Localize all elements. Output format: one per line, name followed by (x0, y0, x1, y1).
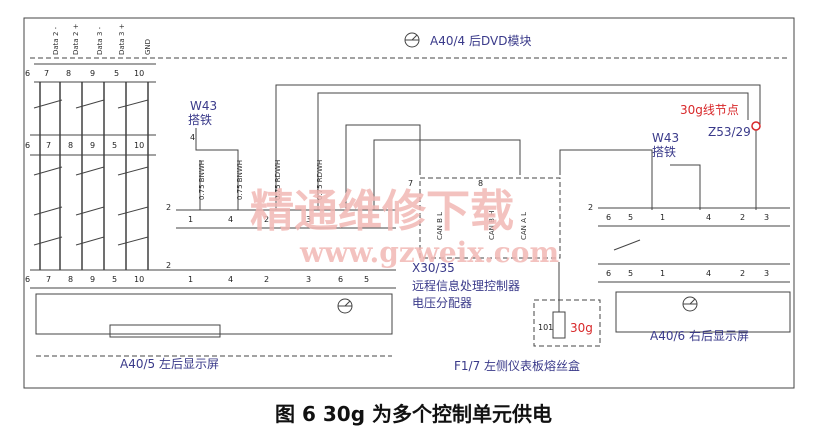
signal-data2-minus: Data 2 - (52, 26, 60, 55)
w43-left-wire (195, 128, 239, 210)
a40-4-label: A40/4 后DVD模块 (430, 34, 531, 48)
diagram-frame (23, 17, 795, 389)
signal-gnd: GND (144, 39, 152, 55)
w43-right-label: 搭铁 (652, 145, 676, 159)
svg-text:10: 10 (134, 69, 144, 78)
svg-text:5: 5 (364, 275, 369, 284)
left-bottom-pins: 6 7 8 9 5 10 (25, 275, 144, 284)
z53-label: Z53/29 (708, 125, 751, 139)
svg-text:5: 5 (114, 69, 119, 78)
svg-text:3: 3 (306, 215, 311, 224)
watermark-url: www.gzweix.com (299, 236, 559, 269)
w43-left-label: 搭铁 (188, 113, 212, 127)
svg-text:CAN B L: CAN B L (436, 212, 444, 240)
svg-text:7: 7 (46, 275, 51, 284)
svg-text:2: 2 (740, 269, 745, 278)
svg-text:8: 8 (66, 69, 71, 78)
svg-text:CAN B H: CAN B H (488, 211, 496, 240)
fuse-30g: 30g (570, 321, 593, 335)
upper-wires (199, 84, 761, 210)
svg-text:6: 6 (25, 141, 30, 150)
svg-text:2: 2 (740, 213, 745, 222)
x30-35-line2: 电压分配器 (412, 296, 472, 310)
svg-text:6: 6 (25, 275, 30, 284)
left-mid-connector: 6 7 8 9 5 10 (25, 134, 156, 156)
svg-text:9: 9 (90, 275, 95, 284)
svg-text:9: 9 (90, 69, 95, 78)
wire-label-2: 0.75 BNWH (236, 160, 244, 200)
svg-text:5: 5 (628, 213, 633, 222)
f1-7-label: F1/7 左侧仪表板熔丝盒 (454, 358, 580, 373)
svg-text:2: 2 (166, 203, 171, 212)
svg-text:5: 5 (112, 275, 117, 284)
fuse-box: 101 30g (533, 262, 601, 347)
svg-text:1: 1 (188, 215, 193, 224)
svg-text:8: 8 (68, 141, 73, 150)
svg-text:4: 4 (228, 215, 233, 224)
svg-text:3: 3 (764, 269, 769, 278)
can-box: 7 8 CAN B L CAN B H CAN A L (408, 177, 561, 259)
figure-caption: 图 6 30g 为多个控制单元供电 (275, 402, 552, 426)
wire-label-1: 0.75 BNWH (198, 160, 206, 200)
right-upper-row: 2 6 5 1 4 2 3 (588, 203, 790, 227)
a40-5-label: A40/5 左后显示屏 (120, 356, 219, 371)
svg-text:7: 7 (46, 141, 51, 150)
x30-upper-row: 2 1 4 2 3 (166, 203, 396, 229)
svg-text:2: 2 (588, 203, 593, 212)
a40-6-module (615, 291, 791, 333)
watermark-cn: 精通维修下载 (250, 186, 514, 237)
w43-left-id: W43 (190, 99, 217, 113)
svg-text:CAN A L: CAN A L (520, 212, 528, 240)
wire-label-3: 0.75 RDWH (274, 160, 282, 200)
svg-text:8: 8 (68, 275, 73, 284)
x30-35-line1: 远程信息处理控制器 (412, 278, 520, 293)
svg-text:6: 6 (606, 269, 611, 278)
wire-label-4: 0.75 RDWH (316, 160, 324, 200)
svg-text:2: 2 (166, 261, 171, 270)
left-harness (33, 82, 149, 270)
svg-text:10: 10 (134, 141, 144, 150)
svg-text:1: 1 (660, 213, 665, 222)
a40-6-label: A40/6 右后显示屏 (650, 328, 749, 343)
svg-text:4: 4 (228, 275, 233, 284)
top-signal-labels: Data 2 - Data 2 + Data 3 - Data 3 + GND (52, 23, 152, 55)
svg-text:10: 10 (134, 275, 144, 284)
svg-text:9: 9 (90, 141, 95, 150)
svg-text:6: 6 (338, 275, 343, 284)
node-30g-icon (751, 121, 761, 131)
svg-text:3: 3 (764, 213, 769, 222)
svg-text:6: 6 (606, 213, 611, 222)
signal-data3-plus: Data 3 + (118, 23, 126, 55)
svg-text:7: 7 (408, 179, 413, 188)
x30-lower-row: 1 4 2 3 6 5 2 (30, 261, 396, 289)
svg-text:8: 8 (478, 179, 483, 188)
svg-text:5: 5 (628, 269, 633, 278)
top-connector-row: 6 7 8 9 5 10 (25, 63, 156, 83)
signal-data3-minus: Data 3 - (96, 26, 104, 55)
svg-text:7: 7 (44, 69, 49, 78)
svg-text:6: 6 (25, 69, 30, 78)
svg-text:4: 4 (706, 213, 711, 222)
right-lower-row: 6 5 1 4 2 3 (598, 239, 790, 283)
svg-text:2: 2 (264, 215, 269, 224)
svg-text:3: 3 (306, 275, 311, 284)
x30-35-id: X30/35 (412, 261, 455, 275)
signal-data2-plus: Data 2 + (72, 23, 80, 55)
w43-right-id: W43 (652, 131, 679, 145)
a40-5-module (35, 293, 393, 357)
svg-text:5: 5 (112, 141, 117, 150)
svg-text:2: 2 (264, 275, 269, 284)
svg-text:4: 4 (706, 269, 711, 278)
svg-text:1: 1 (660, 269, 665, 278)
module-arrow-icon (405, 34, 419, 41)
svg-text:1: 1 (188, 275, 193, 284)
node-30g-label: 30g线节点 (680, 103, 739, 117)
w43-left-pin: 4 (190, 133, 195, 142)
svg-text:101: 101 (538, 323, 553, 332)
